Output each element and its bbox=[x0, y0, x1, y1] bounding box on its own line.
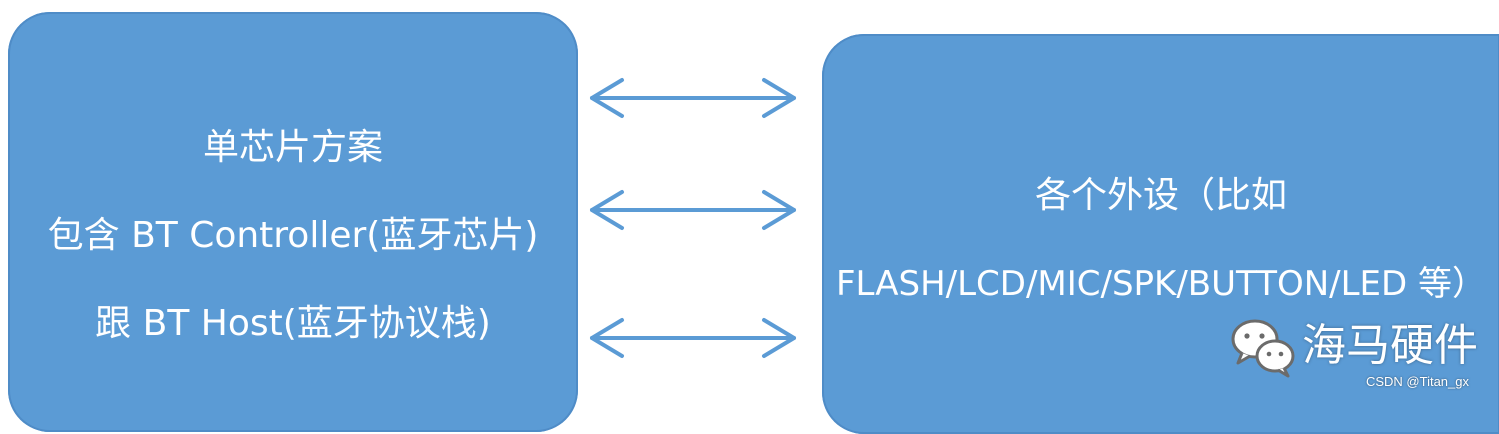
left-box-title: 单芯片方案 bbox=[202, 127, 383, 168]
watermark-text: 海马硬件 bbox=[1302, 320, 1478, 371]
wechat-watermark: 海马硬件 bbox=[1228, 306, 1478, 386]
connection-arrows bbox=[590, 78, 796, 358]
left-box-host-line: 跟 BT Host(蓝牙协议栈) bbox=[95, 303, 491, 344]
double-arrow-icon bbox=[590, 318, 796, 358]
single-chip-solution-box: 单芯片方案 包含 BT Controller(蓝牙芯片) 跟 BT Host(蓝… bbox=[8, 12, 578, 432]
csdn-credit: CSDN @Titan_gx bbox=[1365, 374, 1469, 389]
left-box-controller-line: 包含 BT Controller(蓝牙芯片) bbox=[47, 215, 539, 256]
peripherals-box: 各个外设（比如 FLASH/LCD/MIC/SPK/BUTTON/LED 等） bbox=[822, 34, 1499, 434]
right-box-peripheral-list: FLASH/LCD/MIC/SPK/BUTTON/LED 等） bbox=[835, 264, 1487, 304]
wechat-icon bbox=[1231, 319, 1295, 378]
double-arrow-icon bbox=[590, 78, 796, 118]
double-arrow-icon bbox=[590, 190, 796, 230]
right-box-title: 各个外设（比如 bbox=[1034, 175, 1287, 216]
